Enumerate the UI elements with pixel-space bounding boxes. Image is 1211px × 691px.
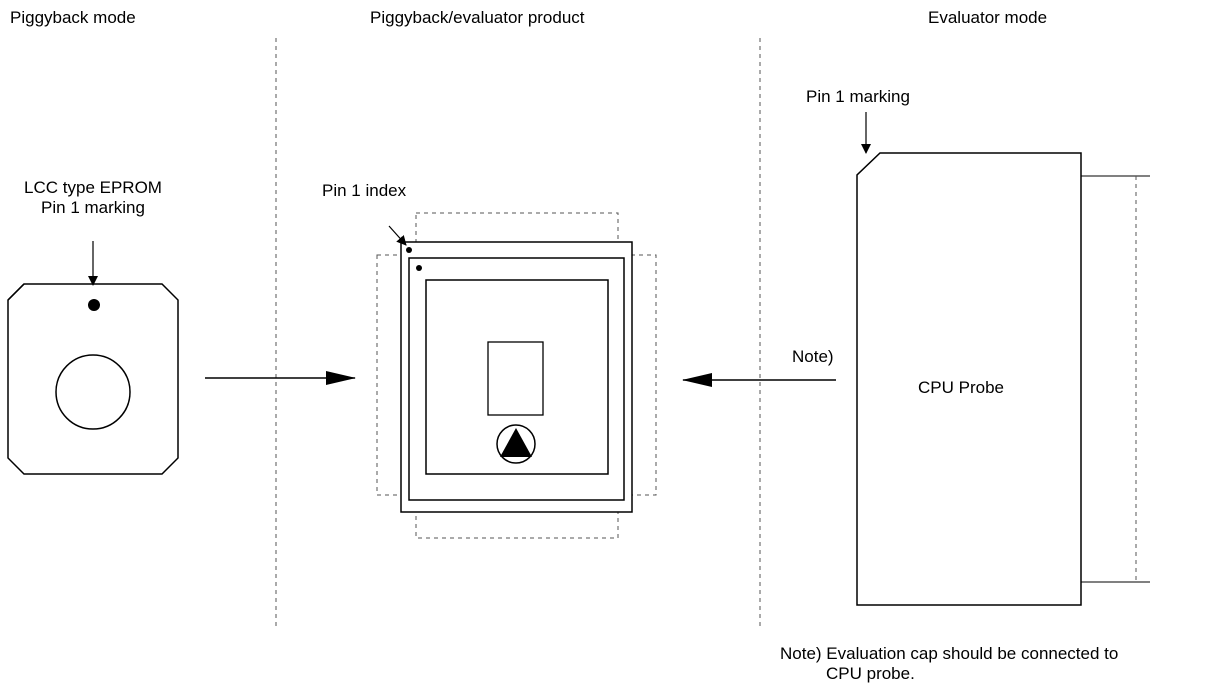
eprom-label-line1: LCC type EPROM (24, 178, 162, 197)
footnote-line1: Note) Evaluation cap should be connected… (780, 644, 1119, 663)
eprom-label-line2: Pin 1 marking (41, 198, 145, 217)
eprom-pin1-dot (88, 299, 100, 311)
eprom-window (55, 354, 131, 430)
orientation-mark (496, 424, 536, 464)
product-socket (376, 212, 657, 539)
pin1-marking-label: Pin 1 marking (806, 87, 910, 106)
cpu-probe (856, 152, 1150, 606)
heading-piggyback-mode: Piggyback mode (10, 8, 136, 27)
footnote-line2: CPU probe. (826, 664, 915, 683)
note-label: Note) (792, 347, 834, 366)
cpu-probe-label: CPU Probe (918, 378, 1004, 397)
product-window (487, 341, 544, 416)
lcc-eprom-chip (7, 283, 179, 475)
heading-product: Piggyback/evaluator product (370, 8, 585, 27)
pin1-index-label: Pin 1 index (322, 181, 407, 200)
heading-evaluator-mode: Evaluator mode (928, 8, 1048, 27)
pin1-index-dot (406, 247, 412, 253)
pin1-index-arrow (388, 225, 407, 246)
